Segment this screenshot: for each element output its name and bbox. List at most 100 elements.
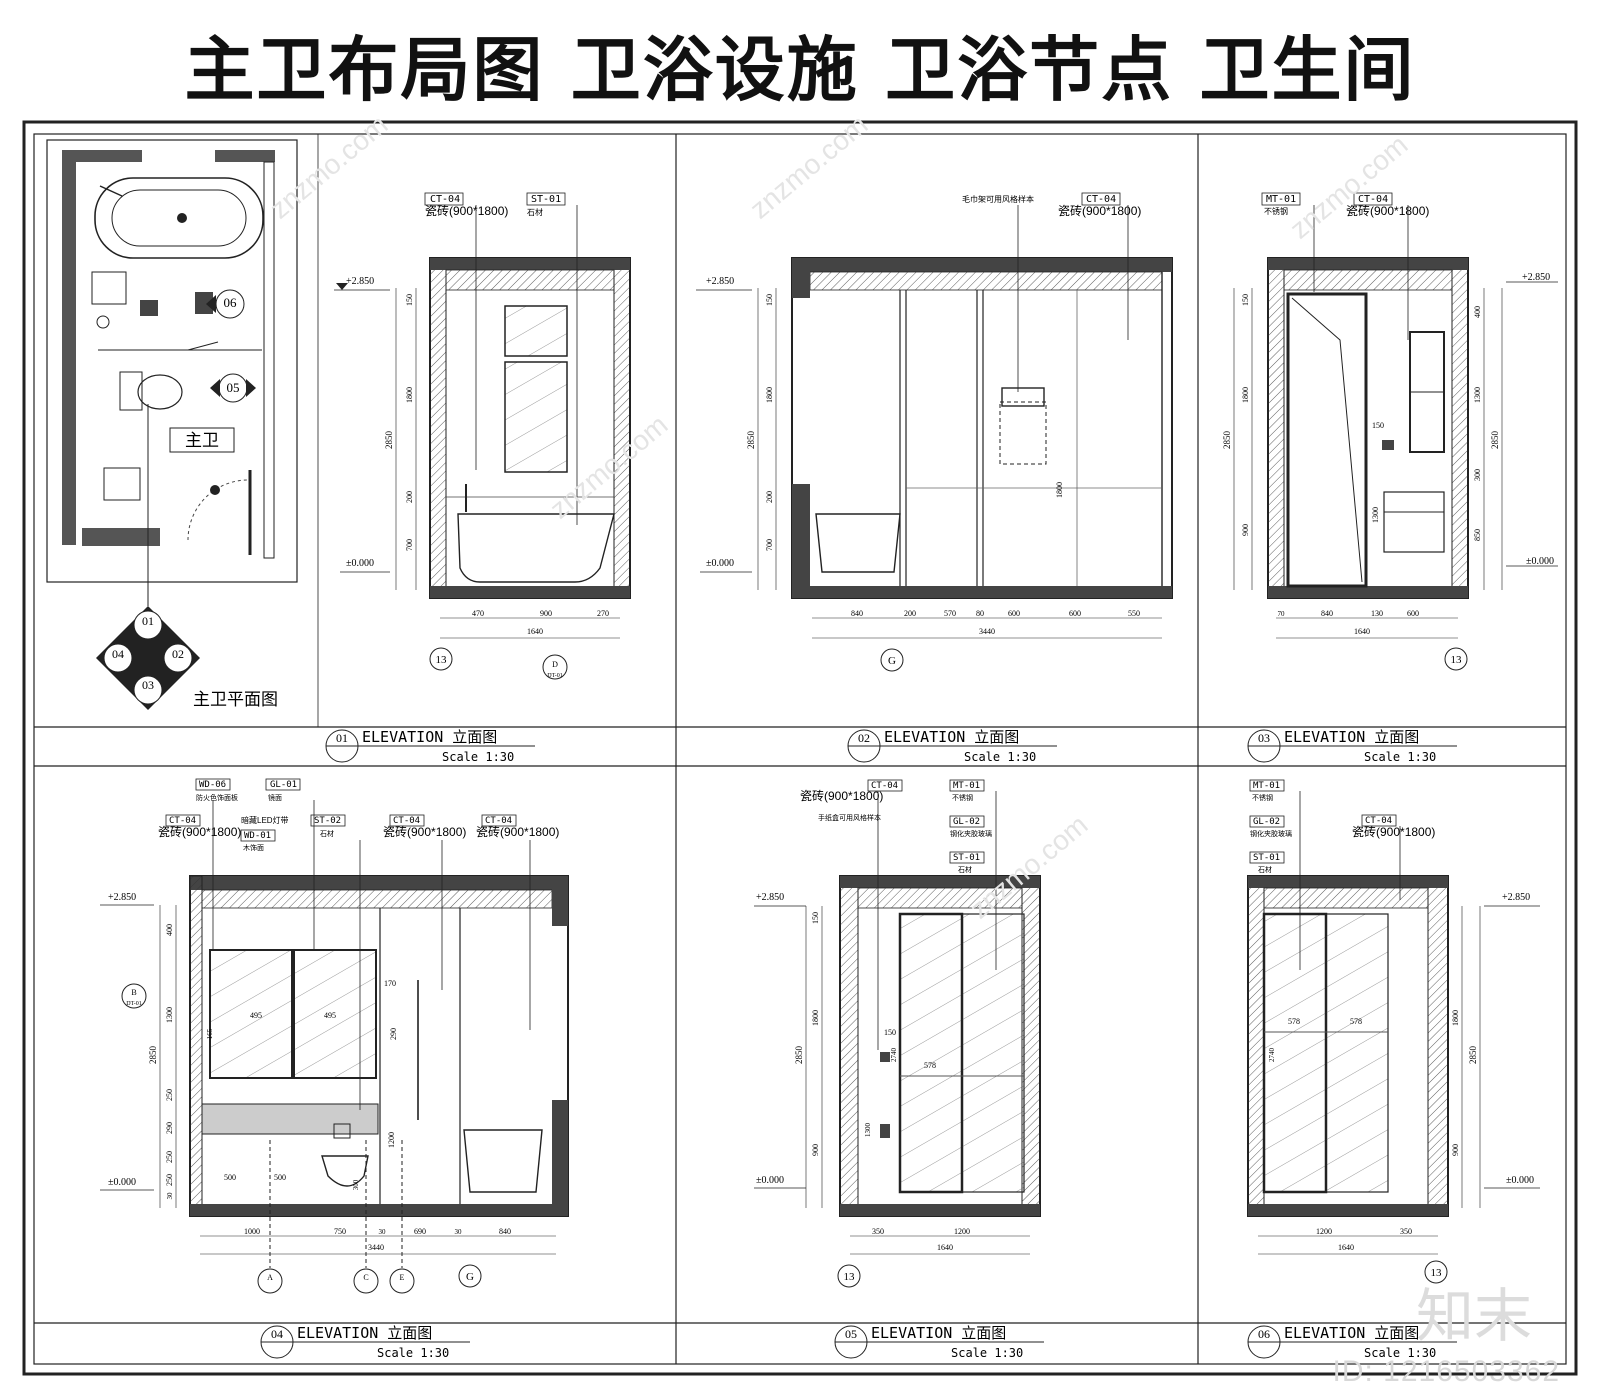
e01-level-top: +2.850 [346, 276, 374, 287]
title-block-03: 03 ELEVATION 立面图 Scale 1:30 [1247, 728, 1457, 764]
e05-axis: 13 [844, 1271, 856, 1283]
tb04-num: 04 [271, 1327, 283, 1341]
plan-marker-06: 06 [224, 295, 238, 310]
e06-note-3: 瓷砖(900*1800) [1352, 824, 1435, 839]
watermark-site-1: znzmo.com [264, 109, 394, 225]
e02-note-2: 毛巾架可用风格样本 [962, 194, 1034, 204]
e04-tag-wd06: WD-06 [199, 780, 226, 790]
e03-dim-2: 1800 [1241, 387, 1250, 403]
floor-plan: 06 05 主卫 01 02 03 04 主卫平面图 [46, 139, 298, 710]
plan-caption: 主卫平面图 [193, 690, 278, 710]
e06-bdim-2: 350 [1400, 1227, 1412, 1236]
e06-note-1: 不锈钢 [1252, 793, 1273, 802]
e02-dim-inner: 1800 [1055, 482, 1064, 498]
e06-note-4: 石材 [1258, 865, 1272, 874]
e04-idim-9: 165 [206, 1028, 214, 1039]
e04-section-a: A [267, 1273, 273, 1282]
elevation-03: MT-01 CT-04 不锈钢 瓷砖(900*1800) +2.850 ±0.0… [1222, 192, 1558, 671]
tb03-scale: Scale 1:30 [1364, 750, 1436, 764]
e04-level-top: +2.850 [108, 892, 136, 903]
e04-note-2: 镜面 [268, 793, 282, 802]
tb06-scale: Scale 1:30 [1364, 1346, 1436, 1360]
e04-note-3: 瓷砖(900*1800) [158, 824, 241, 839]
e04-dim-total: 2850 [148, 1046, 158, 1065]
e01-tag-ct04: CT-04 [430, 194, 460, 205]
tb01-heading: ELEVATION 立面图 [362, 728, 497, 746]
title-block-01: 01 ELEVATION 立面图 Scale 1:30 [325, 728, 535, 764]
e03-rdim-1: 400 [1473, 306, 1482, 318]
e01-bdim-2: 900 [540, 609, 552, 618]
e04-tag-wd01: WD-01 [244, 831, 271, 841]
e05-tag-gl02: GL-02 [953, 817, 980, 827]
e03-tag-ct04: CT-04 [1358, 194, 1388, 205]
e04-note-8: 瓷砖(900*1800) [476, 824, 559, 839]
e01-note-2: 石材 [527, 207, 543, 217]
title-block-05: 05 ELEVATION 立面图 Scale 1:30 [834, 1324, 1044, 1360]
elevation-01: CT-04 ST-01 瓷砖(900*1800) 石材 +2.850 ±0.00… [334, 192, 631, 680]
plan-room-label: 主卫 [185, 431, 219, 451]
e01-dim-4: 700 [405, 539, 414, 551]
e06-tag-mt01: MT-01 [1253, 781, 1280, 791]
e04-bdim-1: 1000 [244, 1227, 260, 1236]
e03-bdim-2: 840 [1321, 609, 1333, 618]
tb01-num: 01 [336, 731, 348, 745]
e02-dim-1: 150 [765, 294, 774, 306]
e02-bdim-4: 80 [976, 609, 984, 618]
e05-dim-2: 1800 [811, 1010, 820, 1026]
e02-note-1: 瓷砖(900*1800) [1058, 203, 1141, 218]
e02-bdim-5: 600 [1008, 609, 1020, 618]
e04-idim-1: 495 [250, 1011, 262, 1020]
e03-tag-mt01: MT-01 [1266, 194, 1296, 205]
e04-dim-2: 1300 [165, 1007, 174, 1023]
e06-idim-2: 578 [1350, 1017, 1362, 1026]
e05-tag-st01: ST-01 [953, 853, 980, 863]
e06-level-top: +2.850 [1502, 892, 1530, 903]
e01-axis: 13 [436, 654, 448, 666]
e05-idim-3: 2740 [890, 1048, 898, 1063]
elevation-06: MT-01 不锈钢 GL-02 钢化夹胶玻璃 CT-04 瓷砖(900*1800… [1247, 779, 1540, 1284]
e06-bdim-1: 1200 [1316, 1227, 1332, 1236]
watermark-id: ID: 1216503362 [1332, 1355, 1560, 1388]
e05-bdim-1: 350 [872, 1227, 884, 1236]
e04-dim-6: 250 [165, 1174, 174, 1186]
plan-diamond-02: 02 [172, 647, 184, 661]
e03-dim-3: 900 [1241, 524, 1250, 536]
e05-tag-mt01: MT-01 [953, 781, 980, 791]
tb05-scale: Scale 1:30 [951, 1346, 1023, 1360]
e04-note-1: 防火色饰面板 [196, 793, 238, 802]
e05-level-bottom: ±0.000 [756, 1175, 784, 1186]
e06-bdim-total: 1640 [1338, 1243, 1354, 1252]
tb02-heading: ELEVATION 立面图 [884, 728, 1019, 746]
e02-bdim-1: 840 [851, 609, 863, 618]
e06-rdim-total: 2850 [1468, 1046, 1478, 1065]
e04-section-c: C [363, 1273, 368, 1282]
e04-idim-6: 500 [224, 1173, 236, 1182]
e05-bdim-total: 1640 [937, 1243, 953, 1252]
e01-bdim-total: 1640 [527, 627, 543, 636]
e06-note-2: 钢化夹胶玻璃 [1250, 829, 1292, 838]
tb06-num: 06 [1258, 1327, 1270, 1341]
e04-section-left: B [131, 988, 136, 997]
e05-dim-3: 900 [811, 1144, 820, 1156]
e03-mdim-2: 1300 [1371, 507, 1380, 523]
e03-mdim-1: 150 [1372, 421, 1384, 430]
e06-idim-3: 2740 [1268, 1048, 1276, 1063]
e03-bdim-1: 70 [1278, 610, 1286, 618]
e05-note-3: 不锈钢 [952, 793, 973, 802]
tb01-scale: Scale 1:30 [442, 750, 514, 764]
e05-note-5: 石材 [958, 865, 972, 874]
e01-dim-total: 2850 [384, 431, 394, 450]
e03-axis: 13 [1451, 654, 1463, 666]
e02-bdim-2: 200 [904, 609, 916, 618]
e02-bdim-6: 600 [1069, 609, 1081, 618]
e05-level-top: +2.850 [756, 892, 784, 903]
e04-tag-st02: ST-02 [314, 816, 341, 826]
e05-note-2: 手纸盒可用风格样本 [818, 813, 881, 822]
plan-diamond-04: 04 [112, 647, 124, 661]
e02-dim-2: 1800 [765, 387, 774, 403]
plan-diamond-01: 01 [142, 614, 154, 628]
watermark-site-3: znzmo.com [1284, 129, 1414, 245]
plan-diamond-03: 03 [142, 678, 154, 692]
tb04-scale: Scale 1:30 [377, 1346, 449, 1360]
